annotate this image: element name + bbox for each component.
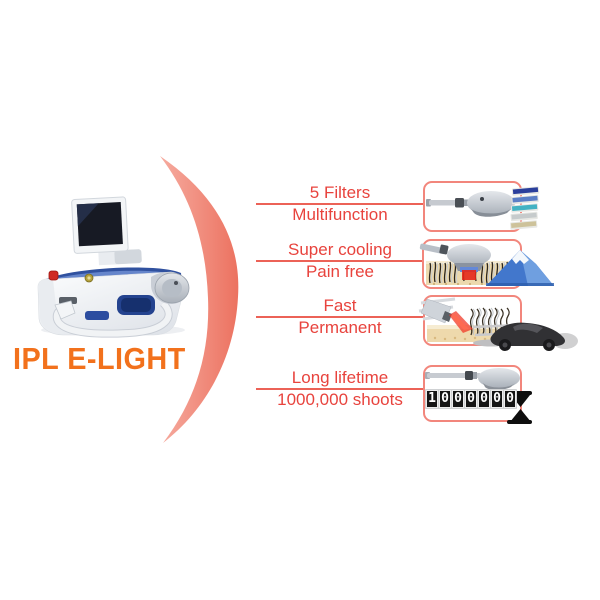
- red-light-glow: [462, 270, 476, 280]
- counter-digit: 0: [478, 390, 490, 408]
- counter-digit: 0: [465, 390, 477, 408]
- feature-underline: [256, 260, 424, 262]
- handpiece-cooling-skin-ice-mountain-icon: [419, 243, 554, 286]
- feature-row-filters: 5 Filters Multifunction: [252, 184, 428, 224]
- feature-title: 5 Filters: [309, 183, 371, 202]
- feature-title: Fast: [323, 296, 357, 315]
- feature-underline: [256, 203, 424, 205]
- feature-subtitle: 1000,000 shoots: [277, 390, 403, 409]
- feature-row-fast: Fast Permanent: [252, 297, 428, 337]
- icon-box-filters: [423, 181, 540, 232]
- machine-handpiece: [151, 272, 190, 304]
- feature-row-cooling: Super cooling Pain free: [252, 241, 428, 281]
- feature-underline: [256, 388, 424, 390]
- feature-row-lifetime: Long lifetime 1000,000 shoots: [252, 369, 428, 409]
- front-blue-slot: [85, 311, 109, 320]
- feature-subtitle: Permanent: [298, 318, 382, 337]
- counter-digit: 0: [439, 390, 451, 408]
- machine-monitor: [71, 196, 142, 266]
- shot-counter: 1 0 0 0 0 0 0: [425, 389, 517, 409]
- sports-car-icon: [472, 322, 578, 351]
- feature-title: Super cooling: [288, 240, 392, 259]
- spray-connector: [54, 300, 76, 320]
- product-photo-machine: [37, 196, 190, 338]
- cooling-handpiece: [419, 243, 491, 272]
- counter-digit: 1: [426, 390, 438, 408]
- shot-counter-hourglass-icon: [425, 368, 532, 424]
- handpiece-laser-beam-sports-car-icon: [418, 297, 578, 351]
- counter-digit: 0: [504, 390, 516, 408]
- feature-subtitle: Pain free: [305, 262, 375, 281]
- handpiece-with-5-filters-icon: [426, 186, 540, 230]
- emergency-stop-button: [48, 270, 59, 281]
- feature-underline: [256, 316, 424, 318]
- icon-box-fast: [418, 295, 578, 351]
- product-title: IPL E-LIGHT: [13, 341, 186, 376]
- feature-subtitle: Multifunction: [292, 205, 388, 224]
- feature-title: Long lifetime: [291, 368, 389, 387]
- filter-stack: [510, 186, 540, 230]
- counter-digit: 0: [491, 390, 503, 408]
- fast-handpiece: [420, 298, 452, 324]
- ice-mountain-icon: [486, 250, 554, 286]
- icon-box-cooling: [419, 239, 554, 289]
- counter-digit: 0: [452, 390, 464, 408]
